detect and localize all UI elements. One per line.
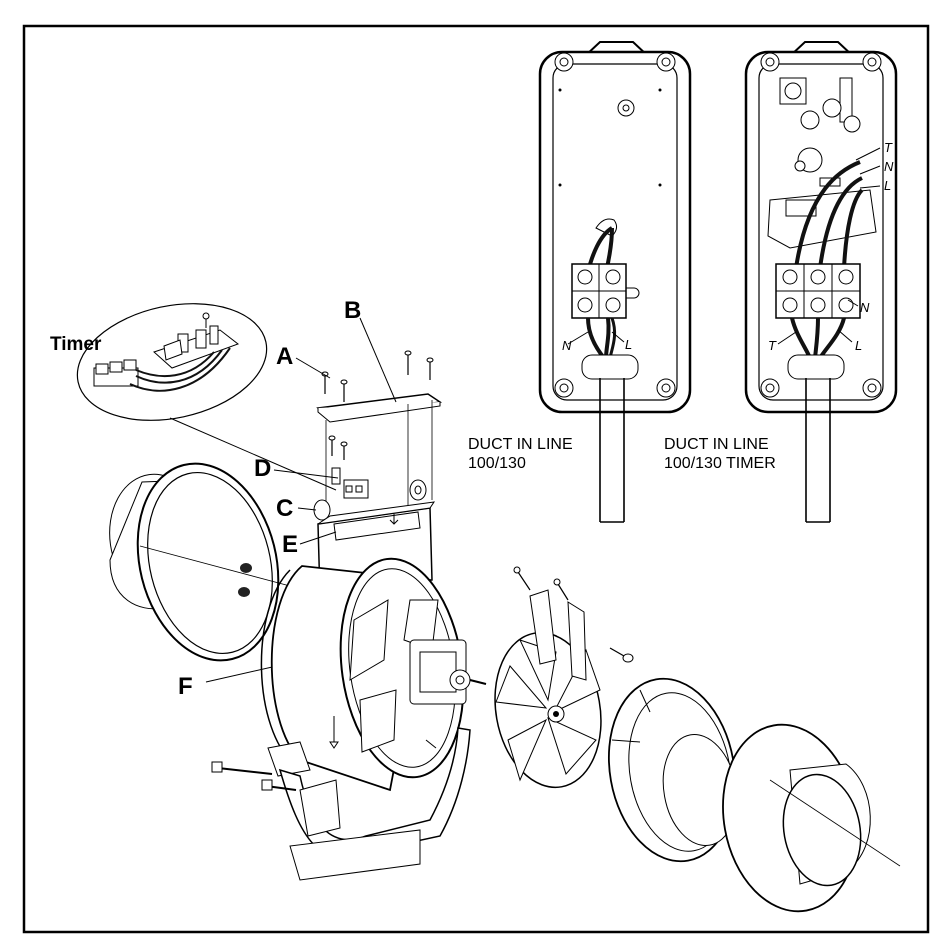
label-e: E — [282, 531, 298, 558]
caption-right-line2: 100/130 TIMER — [664, 455, 776, 472]
right-wire-label-n-top: N — [884, 159, 894, 174]
caption-left-line1: DUCT IN LINE — [468, 436, 573, 453]
leader-c — [298, 508, 316, 510]
caption-right-line1: DUCT IN LINE — [664, 436, 769, 453]
right-wire-label-l: L — [855, 338, 862, 353]
caption-left-line2: 100/130 — [468, 455, 526, 472]
label-b: B — [344, 297, 361, 324]
left-wire-label-n: N — [562, 338, 572, 353]
right-wire-label-t-top: T — [884, 140, 893, 155]
timer-module-detail — [66, 287, 336, 490]
label-c: C — [276, 495, 293, 522]
outlet-flange — [595, 669, 749, 872]
right-wire-label-t: T — [768, 338, 777, 353]
label-a: A — [276, 343, 293, 370]
outlet-spigot — [709, 714, 900, 922]
leader-b — [360, 318, 396, 402]
right-wire-label-l-top: L — [884, 178, 891, 193]
inlet-spigot — [102, 449, 299, 676]
label-d: D — [254, 455, 271, 482]
right-wire-label-n: N — [860, 300, 870, 315]
label-f: F — [178, 673, 193, 700]
control-box-assembly — [314, 351, 440, 596]
label-timer: Timer — [50, 334, 102, 355]
leader-a — [296, 358, 330, 378]
left-wire-label-l: L — [625, 337, 632, 352]
